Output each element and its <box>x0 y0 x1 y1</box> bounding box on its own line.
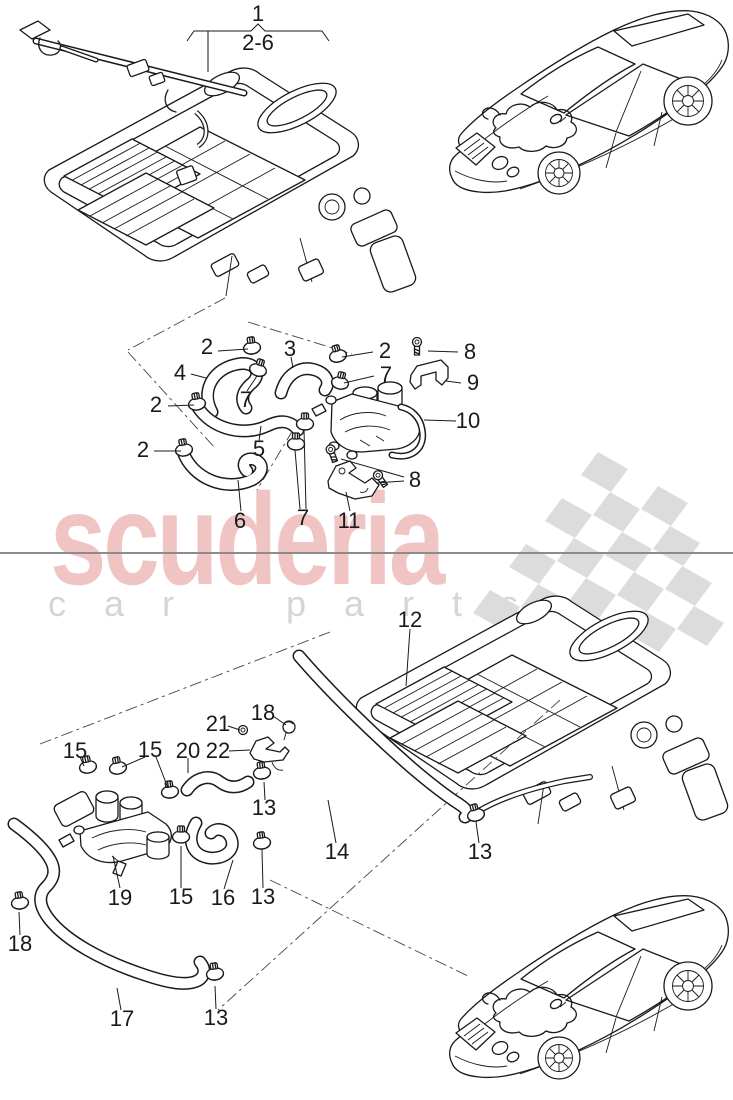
valve-assembly-drawing <box>53 790 172 877</box>
leader-lines <box>18 348 480 1011</box>
part-callout: 15 <box>137 737 163 762</box>
part-callout: 13 <box>203 1005 229 1030</box>
bracket-drawing <box>327 460 380 500</box>
part-callout: 2-6 <box>242 30 274 55</box>
part-callout: 7 <box>296 505 310 530</box>
group-bracket <box>186 23 330 42</box>
construction-lines <box>39 297 561 1011</box>
section-divider <box>0 552 733 554</box>
part-callout: 13 <box>467 839 493 864</box>
part-callout: 2 <box>149 392 163 417</box>
part-callout: 7 <box>239 387 253 412</box>
part-callout: 17 <box>109 1006 135 1031</box>
part-callout: 15 <box>168 884 194 909</box>
part-callout: 20 <box>175 738 201 763</box>
part-callout: 2 <box>378 338 392 363</box>
part-callout: 13 <box>250 884 276 909</box>
part-callout: 18 <box>7 931 33 956</box>
bracket-drawing <box>409 359 449 390</box>
part-callout: 9 <box>466 370 480 395</box>
part-callout: 16 <box>210 885 236 910</box>
hose-drawing <box>7 649 593 990</box>
part-callout: 3 <box>283 336 297 361</box>
part-callout: 21 <box>205 711 231 736</box>
part-callout: 6 <box>233 508 247 533</box>
part-callout: 2 <box>136 437 150 462</box>
part-callout: 5 <box>252 436 266 461</box>
support-rod-drawing <box>19 20 248 186</box>
part-callout: 11 <box>337 508 361 533</box>
part-callout: 14 <box>324 839 350 864</box>
part-callout: 13 <box>251 795 277 820</box>
part-callout: 1 <box>251 1 265 26</box>
part-callout: 19 <box>107 885 133 910</box>
part-callout: 4 <box>173 360 187 385</box>
watermark-tagline: car parts <box>48 583 557 624</box>
watermark-brand: scuderia <box>50 466 445 612</box>
part-callout: 12 <box>397 607 423 632</box>
part-callout: 2 <box>200 334 214 359</box>
part-callout: 8 <box>408 467 422 492</box>
heater-unit-drawing <box>43 67 417 297</box>
part-callout: 8 <box>463 339 477 364</box>
part-callout: 15 <box>62 738 88 763</box>
clip-drawing <box>282 720 296 741</box>
part-callout: 22 <box>205 738 231 763</box>
car-drawing <box>449 10 729 195</box>
part-callout: 18 <box>250 700 276 725</box>
part-callout: 10 <box>455 408 481 433</box>
part-callout: 7 <box>379 362 393 387</box>
